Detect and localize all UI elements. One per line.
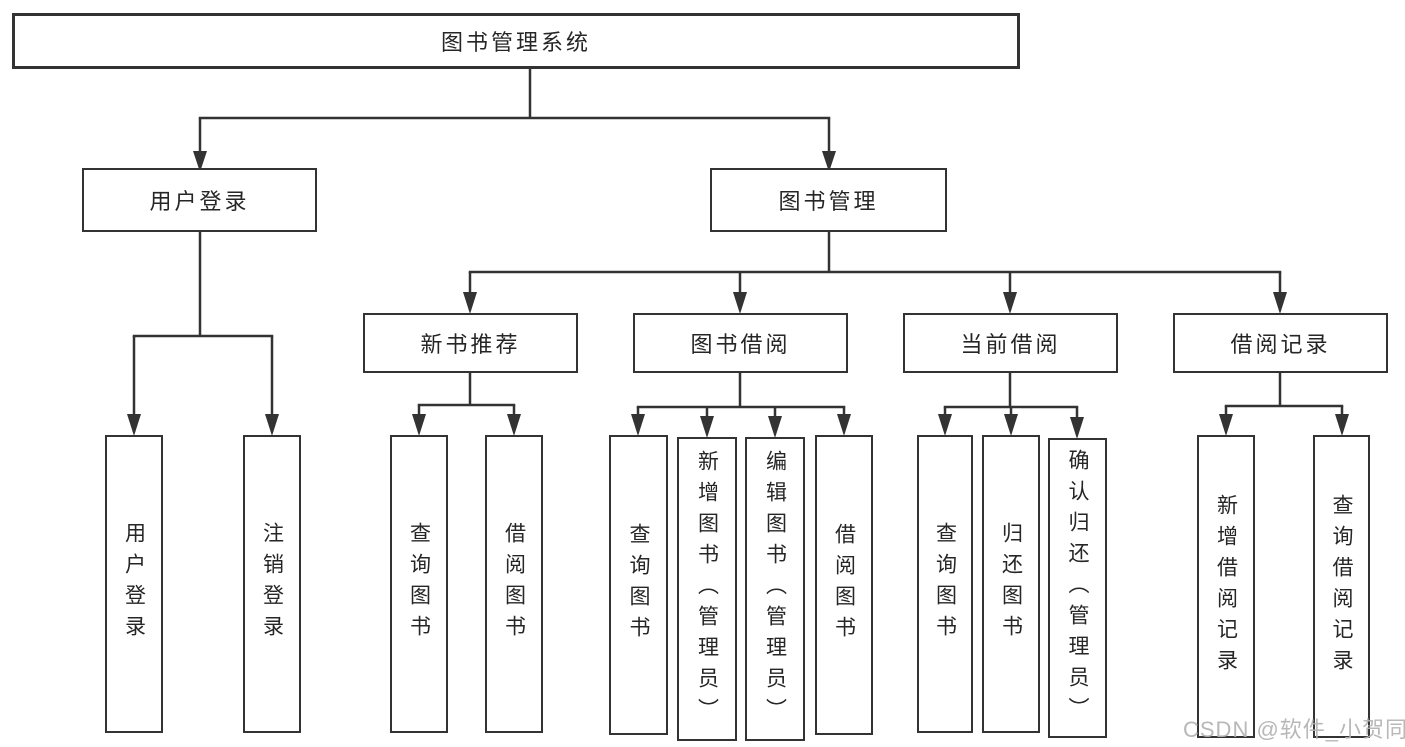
node-book-borrow: 图书借阅 [633,313,848,373]
leaf-borrow-books-recommend: 借阅图书 [485,435,543,733]
node-new-book-recommend: 新书推荐 [363,313,578,373]
node-book-management-branch: 图书管理 [710,168,947,232]
leaf-borrow-books: 借阅图书 [815,435,873,735]
node-library-management-system: 图书管理系统 [12,13,1020,69]
node-current-borrow: 当前借阅 [903,313,1118,373]
leaf-query-books-borrow: 查询图书 [609,435,668,735]
leaf-user-login: 用户登录 [105,435,163,733]
leaf-add-borrow-record: 新增借阅记录 [1197,435,1255,738]
leaf-return-books: 归还图书 [982,435,1040,733]
leaf-add-books-admin: 新增图书（管理员） [677,437,737,741]
arrowhead-icons [127,151,1349,439]
node-borrow-records: 借阅记录 [1173,313,1388,373]
leaf-logout: 注销登录 [243,435,301,733]
leaf-query-books-recommend: 查询图书 [390,435,448,733]
node-user-login-branch: 用户登录 [82,168,317,232]
leaf-edit-books-admin: 编辑图书（管理员） [745,437,805,741]
leaf-confirm-return-admin: 确认归还（管理员） [1048,438,1107,738]
leaf-query-books-current: 查询图书 [917,435,973,733]
leaf-query-borrow-record: 查询借阅记录 [1313,435,1370,738]
